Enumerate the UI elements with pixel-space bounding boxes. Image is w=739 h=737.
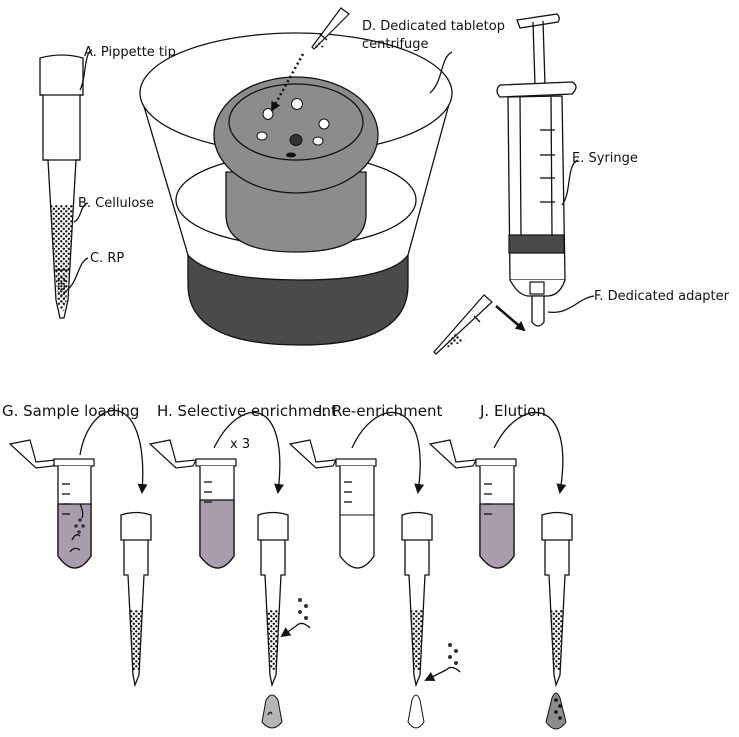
label-syringe: E. Syringe [572, 151, 638, 166]
step-elution [428, 412, 573, 730]
pipette-tip-illustration [39, 54, 84, 319]
leader-syringe [561, 159, 579, 206]
label-rp: C. RP [90, 251, 124, 266]
syringe-illustration [433, 13, 577, 355]
leader-pipette-tip [79, 49, 93, 91]
rp-fill [57, 275, 67, 312]
step-selective-enrichment [148, 412, 311, 729]
leader-cellulose [73, 202, 89, 223]
step-label-selective-enrichment: H. Selective enrichment [157, 402, 337, 420]
label-centrifuge-line2: centrifuge [362, 37, 429, 52]
leader-adapter [547, 295, 595, 313]
step-label-elution: J. Elution [479, 402, 546, 420]
label-centrifuge-line1: D. Dedicated tabletop [362, 19, 505, 34]
leader-rp [66, 257, 89, 291]
step-label-sample-loading: G. Sample loading [2, 402, 139, 420]
label-cellulose: B. Cellulose [78, 196, 154, 211]
label-adapter: F. Dedicated adapter [594, 289, 730, 304]
centrifuge-illustration [139, 7, 453, 346]
step-sample-loading [8, 409, 152, 688]
cellulose-fill [50, 205, 74, 305]
leader-centrifuge [429, 51, 453, 94]
label-pipette-tip: A. Pippette tip [84, 45, 176, 60]
step-repeat-count: x 3 [230, 437, 250, 452]
step-label-re-enrichment: I. Re-enrichment [318, 402, 443, 420]
step-re-enrichment [288, 412, 461, 729]
